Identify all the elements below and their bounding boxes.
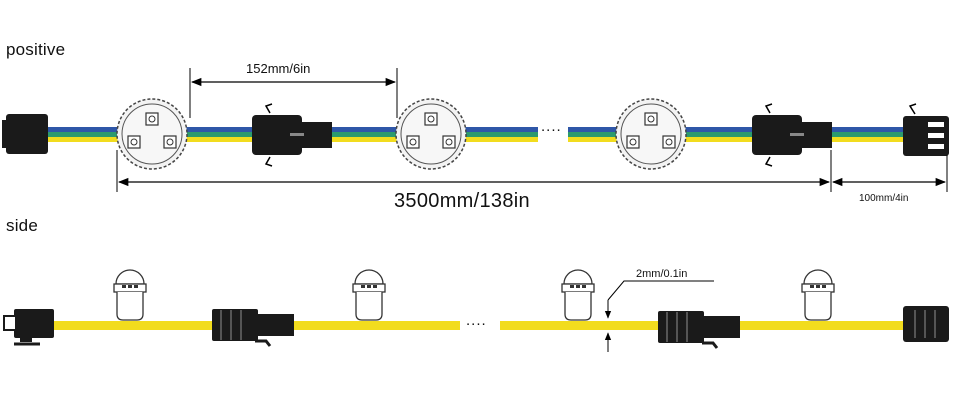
led-node-2	[395, 98, 467, 170]
pitch-dimension	[189, 68, 398, 118]
side-node-1	[113, 269, 147, 321]
wire-thickness-dimension	[604, 280, 714, 352]
end-connector-side	[903, 306, 949, 342]
side-view-label: side	[6, 216, 38, 235]
mid-connector-side-2	[658, 311, 740, 349]
mid-connector-side-1	[212, 309, 294, 347]
side-node-2	[352, 269, 386, 321]
mid-connector-top-1	[252, 103, 332, 167]
ellipsis-top: ....	[541, 118, 562, 135]
lead-wire-label: 100mm/4in	[859, 193, 909, 204]
end-connector-top	[903, 103, 949, 156]
led-node-1	[116, 98, 188, 170]
left-connector-side	[3, 309, 54, 346]
positive-view-label: positive	[6, 40, 66, 59]
total-length-label: 3500mm/138in	[394, 190, 530, 212]
pitch-dimension-label: 152mm/6in	[246, 61, 311, 76]
left-connector-top	[2, 114, 48, 154]
wire-thickness-label: 2mm/0.1in	[636, 268, 688, 280]
led-node-3	[615, 98, 687, 170]
side-node-3	[561, 269, 595, 321]
ellipsis-bottom: ....	[466, 312, 487, 329]
total-length-dimension	[116, 150, 948, 192]
side-node-4	[801, 269, 835, 321]
mid-connector-top-2	[752, 103, 832, 167]
